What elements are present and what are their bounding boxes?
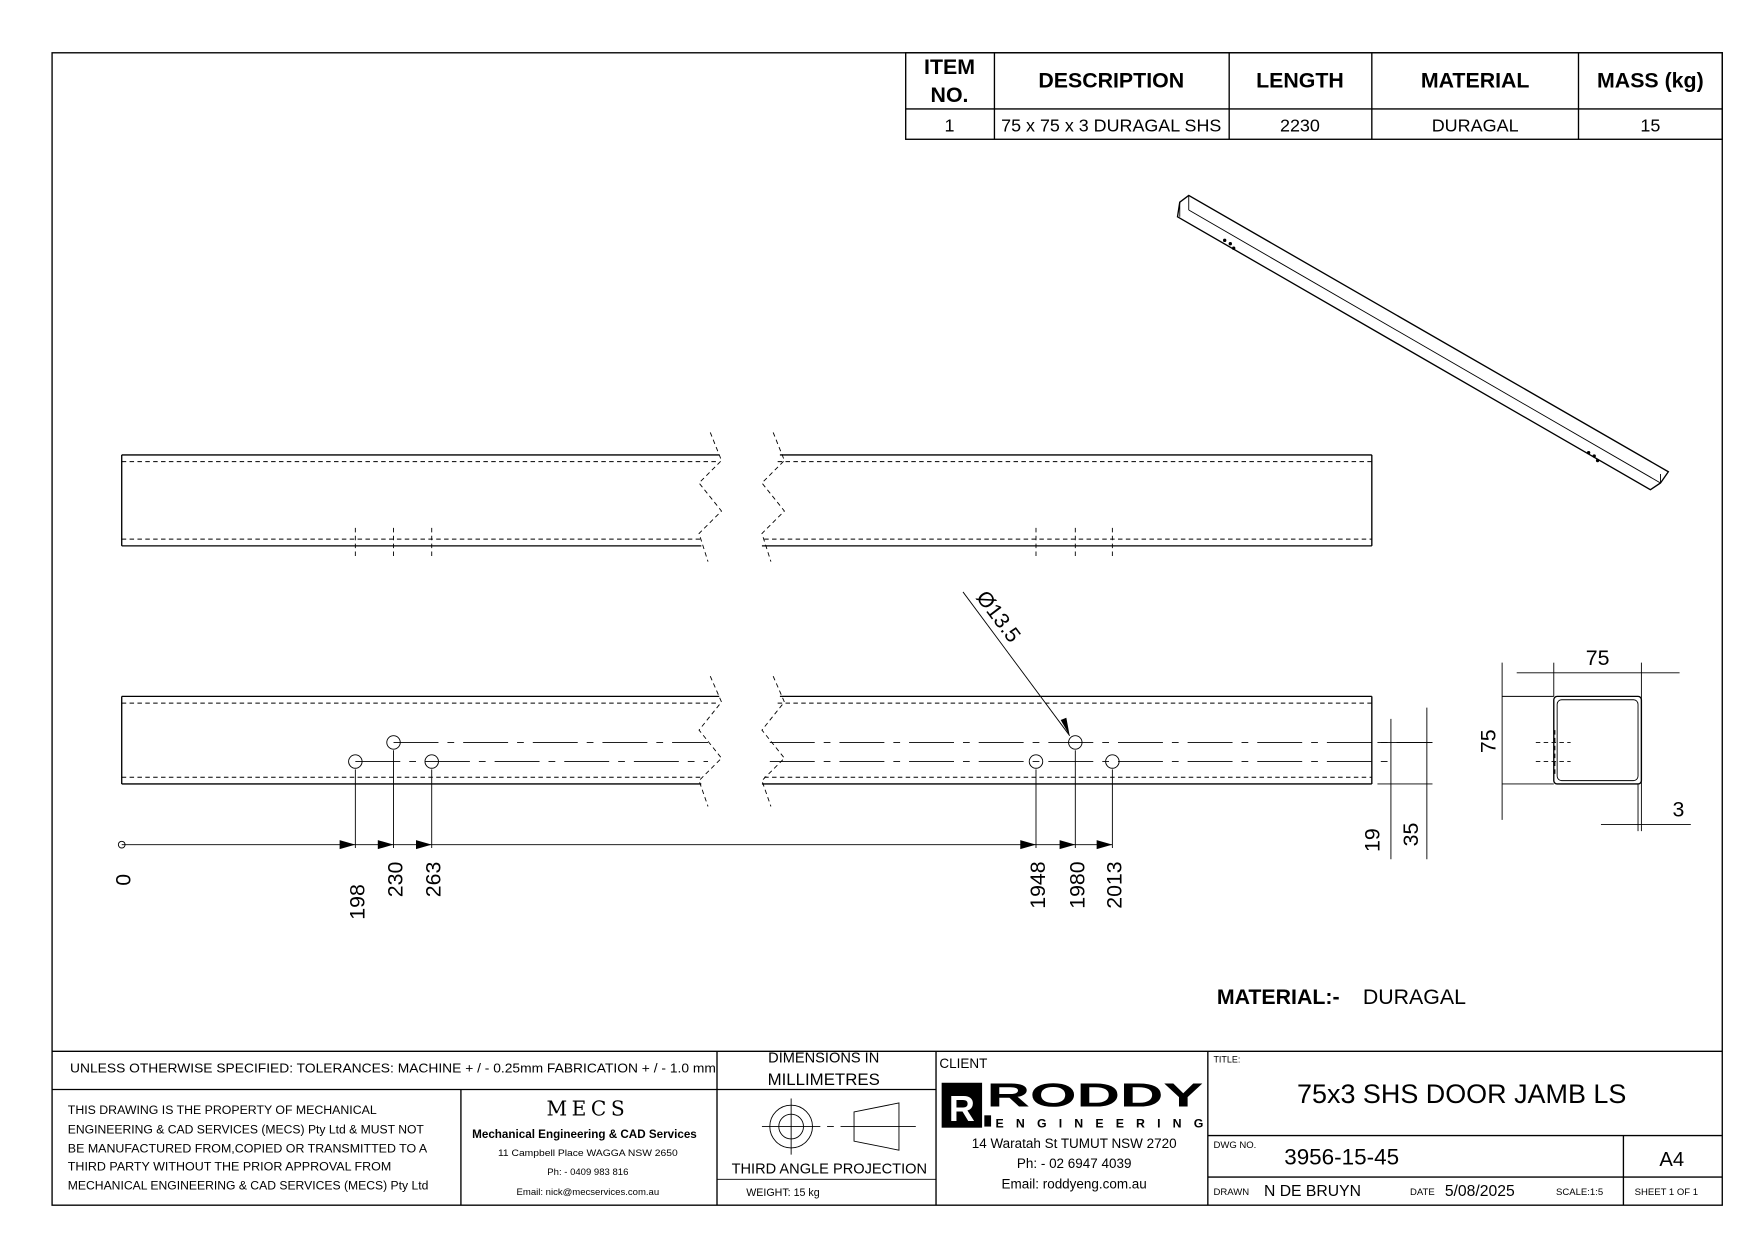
dim-1980: 1980: [1065, 861, 1089, 909]
section-height-label: 75: [1476, 729, 1500, 753]
bom-header-material: MATERIAL: [1421, 69, 1530, 93]
projection-label: THIRD ANGLE PROJECTION: [732, 1162, 927, 1178]
front-view: Ø13.5: [121, 586, 1433, 807]
dim-1948: 1948: [1026, 861, 1050, 908]
hole-1948: [1028, 754, 1044, 769]
dim-198: 198: [345, 884, 369, 920]
wall-thickness-label: 3: [1673, 798, 1685, 822]
bom-cell-description: 75 x 75 x 3 DURAGAL SHS: [1001, 115, 1221, 135]
bom-header-mass: MASS (kg): [1597, 69, 1704, 93]
property-notice-4: THIRD PARTY WITHOUT THE PRIOR APPROVAL F…: [68, 1160, 391, 1173]
property-notice-1: THIS DRAWING IS THE PROPERTY OF MECHANIC…: [68, 1104, 377, 1117]
property-notice-3: BE MANUFACTURED FROM,COPIED OR TRANSMITT…: [68, 1142, 428, 1155]
dim-35: 35: [1399, 823, 1423, 847]
section-view: 75 75 3: [1476, 646, 1691, 832]
svg-text:R: R: [949, 1088, 975, 1129]
dwg-no: 3956-15-45: [1284, 1145, 1399, 1170]
tolerances-note: UNLESS OTHERWISE SPECIFIED: TOLERANCES: …: [70, 1061, 716, 1076]
mecs-logo: MECS: [546, 1096, 629, 1120]
scale-label: SCALE:1:5: [1556, 1187, 1603, 1198]
roddy-logo: R RODDY ENGINEERING: [941, 1077, 1204, 1131]
dim-2013: 2013: [1102, 861, 1126, 908]
weight-label: WEIGHT: 15 kg: [746, 1187, 820, 1199]
bom-cell-material: DURAGAL: [1432, 115, 1519, 135]
ordinate-dimensions: 0 198 230 263 1948 1980 2013 19 35: [112, 707, 1433, 920]
third-angle-projection-icon: [761, 1098, 916, 1155]
material-note-value: DURAGAL: [1363, 985, 1466, 1009]
bom-cell-mass: 15: [1640, 115, 1660, 135]
bom-cell-length: 2230: [1280, 115, 1320, 135]
dim-263: 263: [422, 862, 446, 898]
bom-cell-item: 1: [945, 115, 955, 135]
drawn-label: DRAWN: [1213, 1187, 1249, 1198]
mecs-email: Email: nick@mecservices.com.au: [517, 1187, 660, 1198]
hole-198: [348, 754, 363, 769]
units-line-1: DIMENSIONS IN: [768, 1051, 879, 1067]
property-notice-5: MECHANICAL ENGINEERING & CAD SERVICES (M…: [68, 1179, 429, 1192]
dim-19: 19: [1361, 828, 1385, 852]
bom-header-item: ITEM: [924, 55, 975, 79]
bom-header-description: DESCRIPTION: [1038, 69, 1184, 93]
bom-header-length: LENGTH: [1256, 69, 1344, 93]
dim-230: 230: [384, 862, 408, 898]
drawing-date: 5/08/2025: [1445, 1183, 1515, 1200]
hole-230: [386, 735, 401, 750]
material-note-label: MATERIAL:-: [1217, 985, 1340, 1009]
client-phone: Ph: - 02 6947 4039: [1017, 1156, 1132, 1171]
title-label: TITLE:: [1213, 1055, 1240, 1065]
bom-table: ITEM NO. DESCRIPTION LENGTH MATERIAL MAS…: [905, 52, 1723, 140]
mecs-name: Mechanical Engineering & CAD Services: [472, 1127, 697, 1141]
section-width-label: 75: [1586, 646, 1610, 670]
sheet-number: SHEET 1 OF 1: [1635, 1187, 1698, 1198]
isometric-view: [1176, 194, 1670, 491]
roddy-logo-text: RODDY: [987, 1077, 1204, 1114]
sheet-size: A4: [1659, 1149, 1684, 1171]
date-label: DATE: [1410, 1187, 1435, 1198]
drawing-title: 75x3 SHS DOOR JAMB LS: [1297, 1079, 1626, 1109]
hole-263: [424, 754, 439, 769]
units-line-2: MILLIMETRES: [768, 1070, 880, 1089]
hole-1980: [1068, 735, 1083, 750]
client-label: CLIENT: [939, 1056, 987, 1071]
dwg-no-label: DWG NO.: [1213, 1140, 1256, 1151]
hole-2013: [1105, 754, 1120, 769]
drawn-by: N DE BRUYN: [1264, 1183, 1361, 1200]
roddy-logo-subtext: ENGINEERING: [996, 1117, 1204, 1131]
client-address: 14 Waratah St TUMUT NSW 2720: [972, 1136, 1177, 1151]
dim-origin: 0: [112, 874, 136, 886]
client-email: Email: roddyeng.com.au: [1002, 1176, 1147, 1191]
title-block: UNLESS OTHERWISE SPECIFIED: TOLERANCES: …: [52, 1051, 1723, 1206]
hole-diameter-label: Ø13.5: [971, 586, 1025, 647]
property-notice-2: ENGINEERING & CAD SERVICES (MECS) Pty Lt…: [68, 1123, 424, 1136]
hole-markers: [348, 735, 1120, 769]
sheet-border: [51, 52, 1723, 1206]
mecs-phone: Ph: - 0409 983 816: [547, 1167, 628, 1178]
top-view: [121, 432, 1373, 562]
bom-header-no: NO.: [931, 83, 969, 107]
mecs-address: 11 Campbell Place WAGGA NSW 2650: [498, 1148, 678, 1159]
